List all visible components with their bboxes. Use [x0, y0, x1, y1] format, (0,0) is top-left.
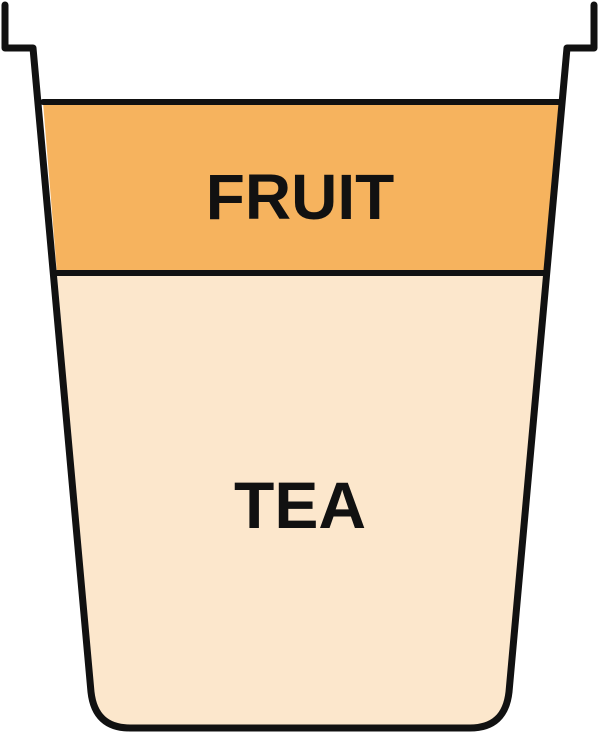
fruit-label: FRUIT — [206, 161, 394, 233]
tea-label: TEA — [234, 468, 366, 542]
tea-layer — [57, 273, 544, 728]
fruit-layer — [43, 102, 559, 273]
